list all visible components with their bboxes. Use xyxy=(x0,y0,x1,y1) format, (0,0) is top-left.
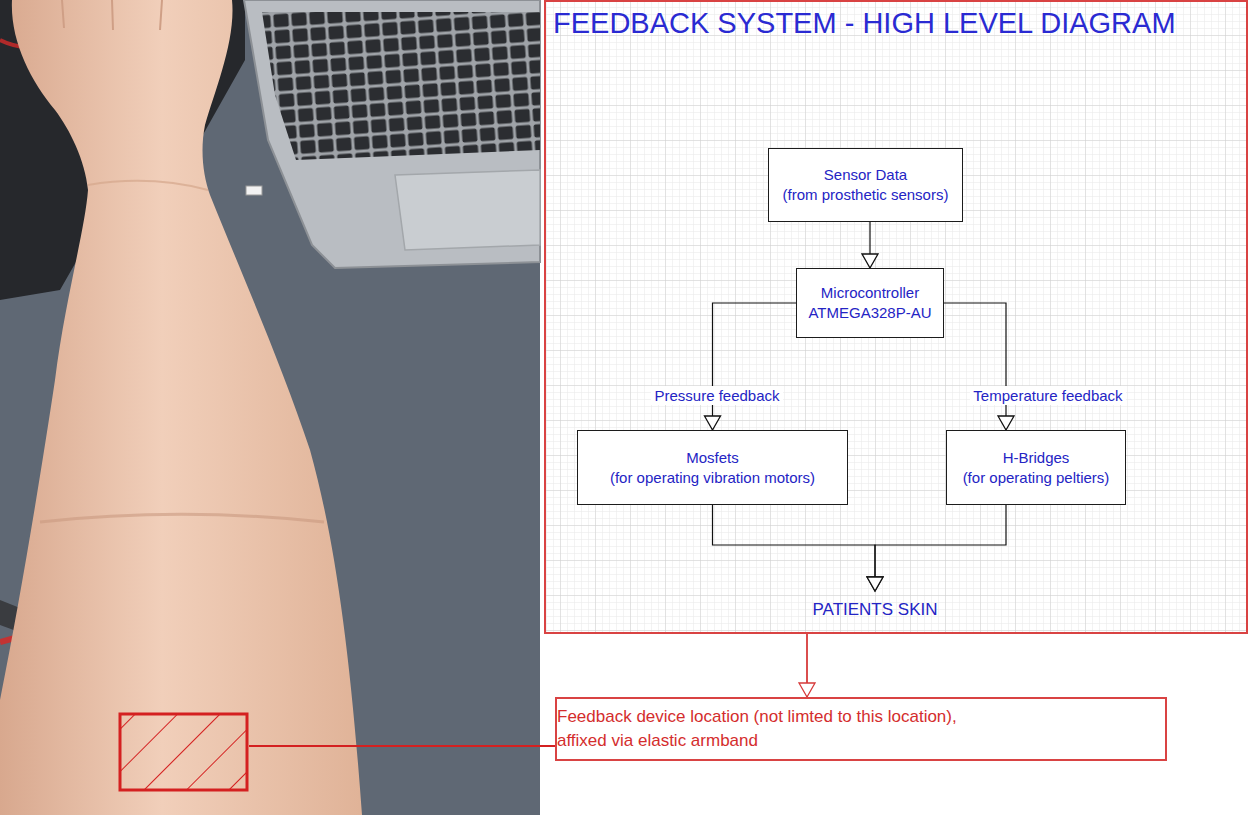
device-location-marker xyxy=(120,714,247,790)
desk-surface xyxy=(0,0,540,815)
wrist-crease xyxy=(88,181,208,190)
usb-dongle xyxy=(246,186,262,195)
grid-background xyxy=(546,2,1246,632)
connector-arrow xyxy=(875,505,1006,591)
finger-lines xyxy=(62,0,162,30)
arm-photo xyxy=(0,0,540,815)
skin-line xyxy=(40,514,324,522)
connector-arrow xyxy=(806,634,808,697)
laptop-body xyxy=(244,0,540,268)
box-text: Sensor Data (from prosthetic sensors) xyxy=(783,165,949,205)
box-text: Microcontroller ATMEGA328P-AU xyxy=(808,283,931,323)
callout-text: Feedback device location (not limted to … xyxy=(557,705,957,753)
connector-arrow xyxy=(713,505,876,591)
connector-arrow xyxy=(869,222,870,268)
connector-arrow xyxy=(713,303,797,430)
process-box: H-Bridges (for operating peltiers) xyxy=(946,430,1126,505)
edge-label: Pressure feedback xyxy=(651,386,782,405)
target-text: PATIENTS SKIN xyxy=(812,599,937,621)
output-target: PATIENTS SKIN xyxy=(795,591,955,629)
diagram-frame: FEEDBACK SYSTEM - HIGH LEVEL DIAGRAM Sens… xyxy=(544,0,1248,634)
leader-line xyxy=(249,745,555,747)
laptop-touchpad xyxy=(395,170,540,250)
callout-box: Feedback device location (not limted to … xyxy=(555,697,1167,761)
forearm xyxy=(0,0,362,815)
process-box: Mosfets (for operating vibration motors) xyxy=(577,430,848,505)
box-text: H-Bridges (for operating peltiers) xyxy=(963,448,1110,488)
box-text: Mosfets (for operating vibration motors) xyxy=(610,448,815,488)
process-box: Microcontroller ATMEGA328P-AU xyxy=(796,268,944,338)
connector-arrow xyxy=(944,303,1006,430)
diagram-title: FEEDBACK SYSTEM - HIGH LEVEL DIAGRAM xyxy=(553,5,1176,41)
process-box: Sensor Data (from prosthetic sensors) xyxy=(768,148,963,222)
laptop-keyboard xyxy=(262,12,540,160)
edge-label: Temperature feedback xyxy=(970,386,1125,405)
